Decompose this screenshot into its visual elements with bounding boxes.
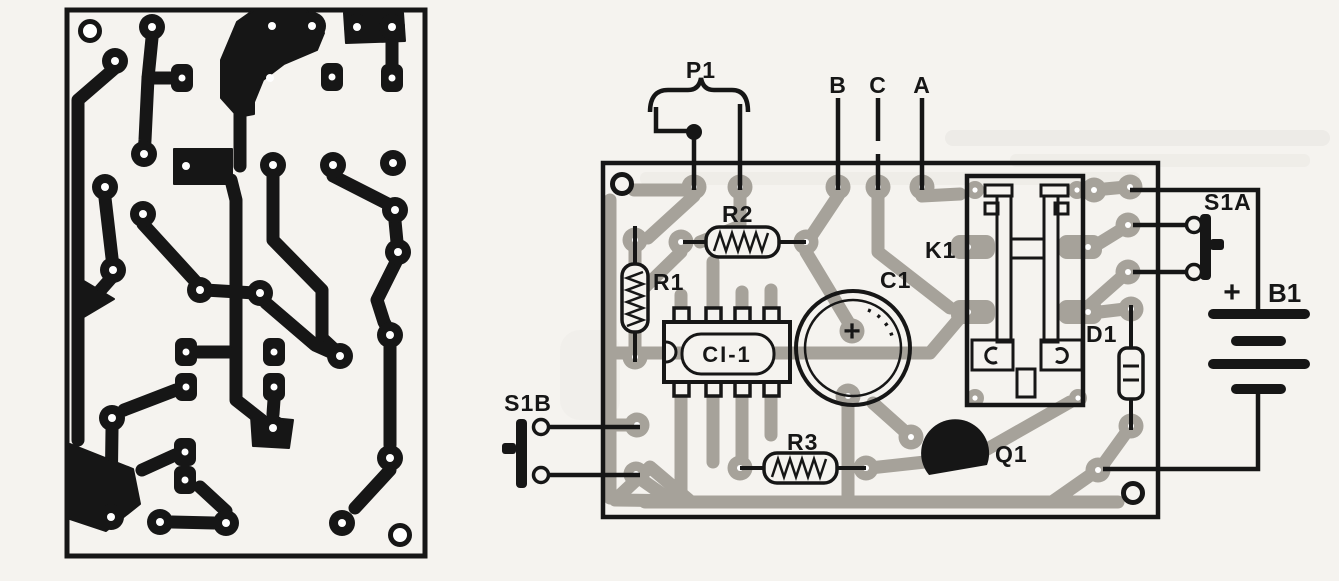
label-s1a: S1A (1204, 189, 1252, 215)
left-rect-pads (171, 63, 403, 494)
left-board-outline (64, 7, 428, 559)
label-s1b: S1B (504, 390, 552, 416)
label-ci1: CI-1 (702, 342, 752, 367)
c1-dashed-mark (867, 308, 894, 337)
trimpot-p1-terminals: P1 (647, 57, 751, 190)
terminal-leads-bca (835, 98, 925, 190)
diode-d1: D1 (1086, 305, 1145, 430)
mounting-hole-top-left (78, 19, 102, 43)
ic-ci1: CI-1 (662, 306, 792, 398)
relay-contact-right (1055, 347, 1069, 364)
resistor-r1: R1 (620, 226, 684, 362)
mounting-hole-top-left-2 (610, 172, 634, 196)
label-terminal-b: B (829, 72, 847, 98)
label-q1: Q1 (995, 441, 1028, 467)
s1a-lever (1200, 214, 1211, 280)
label-r2: R2 (722, 201, 753, 227)
s1a-handle (1210, 239, 1224, 250)
c1-polarity-mark: + (843, 315, 861, 348)
label-p1: P1 (686, 57, 716, 83)
label-k1: K1 (925, 237, 956, 263)
label-c1: C1 (880, 267, 911, 293)
s1b-handle (502, 443, 516, 454)
switch-s1b: S1B (502, 390, 640, 488)
b1-polarity-mark: + (1223, 276, 1241, 309)
p1-brace (647, 77, 751, 113)
ic-pins (672, 306, 781, 398)
relay-k1 (964, 173, 1086, 408)
capacitor-c1: + C1 (794, 267, 912, 407)
s1b-lever (516, 419, 527, 488)
mounting-hole-bottom-right (388, 523, 412, 547)
right-pcb-component-view: P1 B C A R1 R2 (502, 57, 1310, 520)
resistor-r2: R2 (683, 201, 806, 259)
ic-notch (665, 340, 678, 364)
label-r1: R1 (653, 269, 684, 295)
left-solder-pads (92, 12, 411, 536)
copper-blobs (69, 9, 406, 532)
battery-b1: + B1 (1103, 187, 1310, 472)
transistor-q1: Q1 (921, 419, 1028, 475)
switch-s1a: S1A (1133, 189, 1252, 282)
label-terminal-c: C (869, 72, 887, 98)
resistor-r3: R3 (740, 429, 866, 485)
mounting-hole-bottom-right-2 (1121, 481, 1145, 505)
relay-contact-left (984, 346, 998, 365)
label-terminal-a: A (913, 72, 931, 98)
right-board-outline (600, 160, 1161, 520)
label-r3: R3 (787, 429, 818, 455)
label-d1: D1 (1086, 321, 1117, 347)
left-pcb-copper-pattern (64, 7, 428, 559)
label-b1: B1 (1268, 278, 1301, 308)
